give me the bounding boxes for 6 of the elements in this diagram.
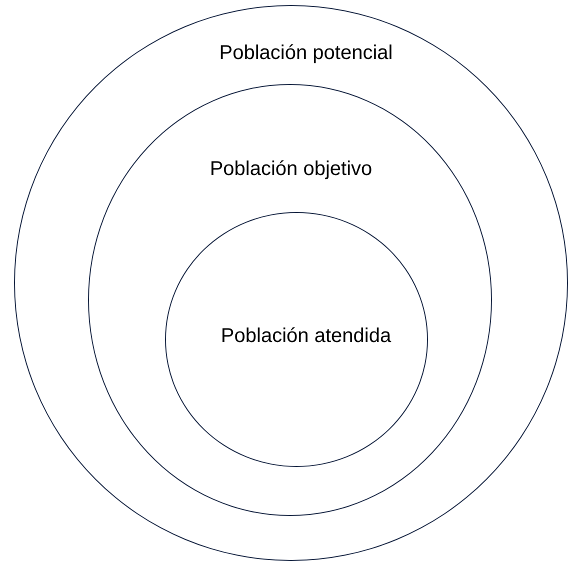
circle-label: Población objetivo <box>210 157 372 182</box>
population-circle <box>165 212 428 467</box>
population-circle <box>14 5 568 561</box>
circle-label: Población atendida <box>220 324 392 349</box>
circle-label: Población potencial <box>219 41 393 66</box>
population-circle <box>88 84 492 516</box>
